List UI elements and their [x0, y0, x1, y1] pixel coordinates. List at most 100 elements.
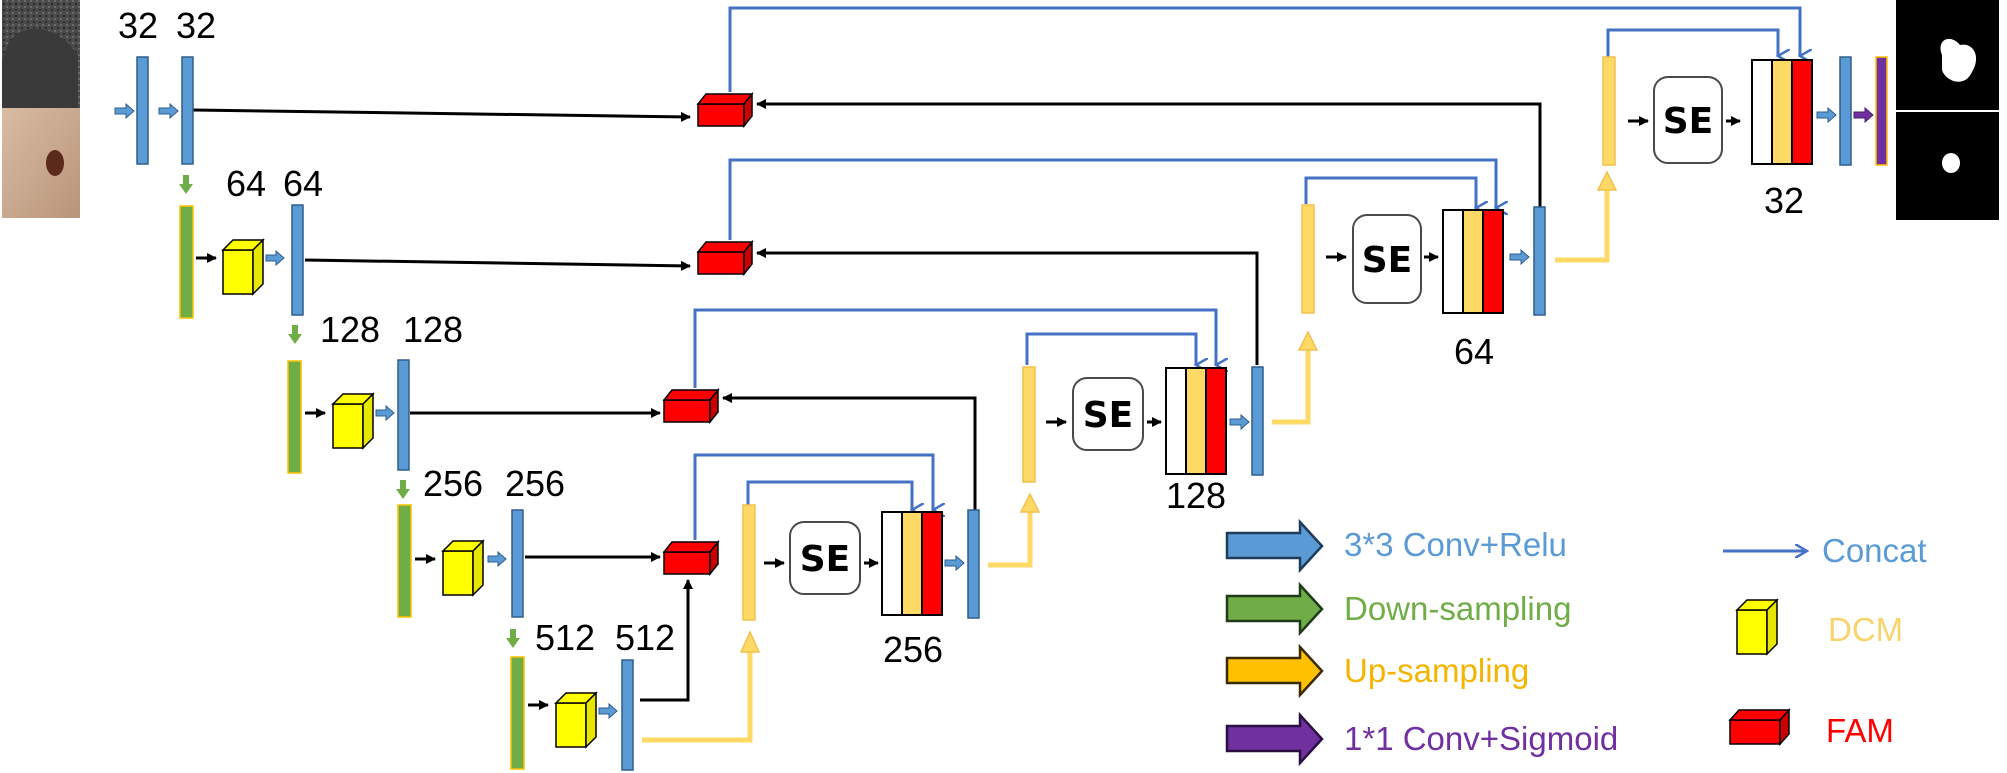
- upsample-bar: [1022, 366, 1036, 483]
- down-arrow: [179, 175, 193, 194]
- legend-up-label: Up-sampling: [1344, 652, 1529, 689]
- legend-down-arrow: [1225, 581, 1324, 637]
- dcm-cube: [441, 539, 485, 597]
- decoder-stage-256: SE 256: [742, 504, 980, 670]
- output-mask-panel: [1896, 0, 1999, 220]
- legend-conv: 3*3 Conv+Relu: [1225, 518, 1567, 574]
- concat-slice: [921, 511, 943, 616]
- dec4-label: 256: [883, 629, 943, 670]
- decoder-stage-128: SE 128: [1022, 366, 1264, 516]
- legend-sigmoid-arrow: [1225, 711, 1324, 767]
- legend-up: Up-sampling: [1225, 643, 1529, 699]
- input-image-panel: [2, 0, 80, 218]
- conv-bar: [291, 204, 304, 316]
- legend-sigmoid: 1*1 Conv+Sigmoid: [1225, 711, 1618, 767]
- upsampling-arrowheads: [739, 170, 1618, 653]
- legend-concat: Concat: [1723, 532, 1927, 569]
- fam-block: [662, 539, 720, 577]
- down-arrow: [288, 325, 302, 344]
- conv-bar: [136, 56, 149, 165]
- legend-dcm: DCM: [1735, 598, 1903, 656]
- enc1-label-b: 32: [176, 5, 216, 46]
- downsample-bar: [510, 656, 525, 770]
- se-label: SE: [1362, 240, 1413, 281]
- legend-fam: FAM: [1728, 708, 1894, 749]
- concat-slice: [1791, 59, 1813, 165]
- enc2-label-b: 64: [283, 163, 323, 204]
- legend-down-label: Down-sampling: [1344, 590, 1571, 627]
- output-mask-1: [1940, 38, 1977, 82]
- enc3-label-a: 128: [320, 309, 380, 350]
- upsample-bar: [742, 504, 756, 621]
- down-arrow: [506, 629, 520, 648]
- upsample-bar: [1602, 56, 1616, 166]
- legend-fam-label: FAM: [1826, 712, 1894, 749]
- legend-up-arrow: [1225, 643, 1324, 699]
- output-mask-2: [1942, 153, 1960, 173]
- conv-bar: [1533, 206, 1546, 316]
- down-arrow: [396, 480, 410, 499]
- conv-bar: [511, 509, 524, 618]
- concat-slice: [901, 511, 923, 616]
- legend: 3*3 Conv+Relu Down-sampling Up-sampling …: [1225, 518, 1927, 767]
- enc4-label-b: 256: [505, 463, 565, 504]
- legend-conv-label: 3*3 Conv+Relu: [1344, 526, 1567, 563]
- encoder: 32 32 64 64 128 128: [114, 5, 675, 771]
- fam-block: [696, 239, 754, 277]
- decoder-stage-32: SE 32: [1602, 56, 1888, 221]
- fam-block: [662, 387, 720, 425]
- enc5-label-b: 512: [615, 617, 675, 658]
- sigmoid-arrow: [1853, 106, 1874, 124]
- se-label: SE: [1663, 101, 1714, 142]
- dec2-label: 64: [1454, 331, 1494, 372]
- legend-down: Down-sampling: [1225, 581, 1571, 637]
- concat-slice: [1771, 59, 1793, 165]
- se-block: [1653, 76, 1723, 164]
- lesion-spot: [46, 150, 64, 176]
- concat-slice: [1185, 367, 1207, 475]
- downsample-bar: [397, 504, 412, 618]
- decoder-stage-64: SE 64: [1301, 204, 1546, 372]
- input-image-skin: [2, 108, 80, 218]
- upsample-bar: [1301, 204, 1315, 314]
- dec1-label: 32: [1764, 180, 1804, 221]
- upsampling-arrows: [642, 180, 1610, 743]
- dcm-cube: [221, 238, 265, 296]
- dcm-cube: [554, 691, 598, 749]
- se-block: [1352, 214, 1422, 304]
- se-label: SE: [1083, 395, 1134, 436]
- dec3-label: 128: [1166, 475, 1226, 516]
- enc5-label-a: 512: [535, 617, 595, 658]
- legend-concat-label: Concat: [1822, 532, 1927, 569]
- concat-slice: [1205, 367, 1227, 475]
- sigmoid-bar: [1875, 56, 1888, 166]
- se-block: [789, 521, 861, 595]
- downsample-bar: [179, 205, 194, 319]
- concat-slice: [1751, 59, 1773, 165]
- conv-bar: [1251, 366, 1264, 476]
- concat-slice: [1165, 367, 1187, 475]
- concat-slice: [1482, 209, 1504, 314]
- conv-bar: [621, 659, 634, 771]
- se-label: SE: [800, 539, 851, 580]
- enc1-label-a: 32: [118, 5, 158, 46]
- conv-bar: [1839, 56, 1852, 166]
- enc2-label-a: 64: [226, 163, 266, 204]
- legend-dcm-cube: [1735, 598, 1779, 656]
- enc4-label-a: 256: [423, 463, 483, 504]
- fam-to-concat-connections: [693, 6, 1800, 540]
- legend-fam-block: [1728, 708, 1791, 746]
- concat-slice: [1442, 209, 1464, 314]
- concat-slice: [881, 511, 903, 616]
- downsample-bar: [287, 360, 302, 474]
- enc3-label-b: 128: [403, 309, 463, 350]
- encoder-to-fam-connections: [192, 99, 1542, 702]
- conv-bar: [397, 359, 410, 471]
- conv-bar: [181, 56, 194, 165]
- dcm-cube: [331, 392, 375, 450]
- legend-dcm-label: DCM: [1828, 611, 1903, 648]
- concat-slice: [1462, 209, 1484, 314]
- legend-sigmoid-label: 1*1 Conv+Sigmoid: [1344, 720, 1618, 757]
- legend-conv-arrow: [1225, 518, 1324, 574]
